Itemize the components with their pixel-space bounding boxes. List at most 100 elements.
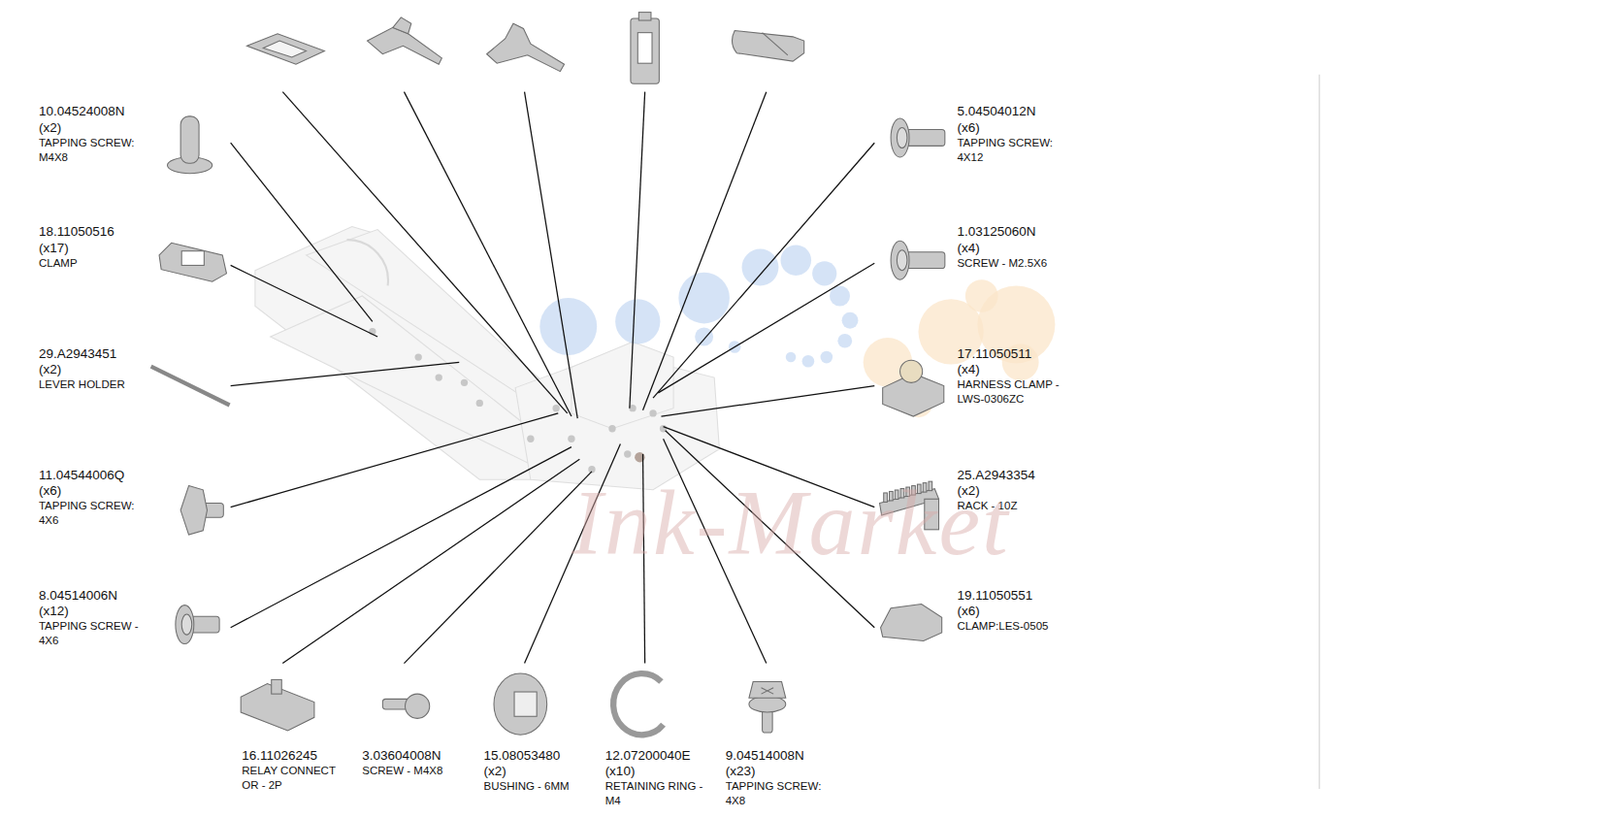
part-number: 18.11050516 bbox=[38, 224, 148, 239]
assembly-fastener bbox=[526, 435, 534, 443]
leader-line bbox=[660, 386, 875, 418]
quantity: (x4) bbox=[956, 240, 1066, 256]
leader-line bbox=[230, 447, 572, 628]
part-description: TAPPING SCREW - 4X6 bbox=[38, 619, 148, 649]
part-description: TAPPING SCREW: 4X6 bbox=[38, 498, 148, 528]
part-number: 15.08053480 bbox=[483, 748, 592, 763]
watermark-dot bbox=[820, 351, 834, 364]
assembly-fastener bbox=[649, 409, 656, 417]
part-number: 9.04514008N bbox=[725, 748, 835, 763]
leader-line bbox=[230, 142, 373, 322]
leader-line bbox=[230, 413, 559, 508]
assembly-fastener bbox=[623, 450, 631, 458]
spring-clip bbox=[487, 23, 565, 71]
clip-clamp bbox=[881, 604, 943, 642]
leader-line bbox=[282, 458, 580, 663]
leader-line bbox=[230, 361, 460, 386]
part-number: 29.A2943451 bbox=[38, 346, 148, 361]
hex-screw bbox=[180, 486, 224, 535]
retaining-ring bbox=[613, 673, 663, 735]
artwork bbox=[151, 12, 1320, 789]
part-description: CLAMP:LES-0505 bbox=[956, 619, 1066, 634]
plug-connector bbox=[731, 31, 804, 63]
leader-line bbox=[629, 92, 646, 409]
assembly-part bbox=[347, 239, 389, 286]
part-number: 19.11050551 bbox=[956, 587, 1066, 603]
quantity: (x12) bbox=[38, 603, 148, 619]
separator-line bbox=[1318, 74, 1320, 789]
assembly-part bbox=[571, 341, 674, 428]
assembly-fastener bbox=[552, 404, 559, 412]
quantity: (x6) bbox=[956, 603, 1066, 619]
bushing bbox=[493, 673, 548, 735]
leader-line bbox=[230, 264, 378, 337]
part-number: 11.04544006Q bbox=[38, 467, 148, 483]
part-number: 5.04504012N bbox=[956, 103, 1066, 119]
post-screw bbox=[166, 116, 212, 174]
machine-screw bbox=[890, 240, 946, 280]
watermark-dot bbox=[742, 249, 780, 287]
assembly-fastener bbox=[435, 373, 443, 381]
harness-clamp bbox=[882, 359, 945, 417]
assembly-fastener bbox=[460, 379, 468, 387]
watermark-dot bbox=[965, 279, 999, 313]
leader-line bbox=[282, 92, 567, 414]
part-number: 12.07200040E bbox=[605, 748, 715, 763]
leader-line bbox=[653, 142, 875, 398]
part-number: 16.11026245 bbox=[241, 748, 351, 763]
quantity: (x2) bbox=[38, 361, 148, 377]
tapping-screw bbox=[890, 118, 946, 158]
leader-line bbox=[643, 92, 767, 411]
part-number: 8.04514006N bbox=[38, 587, 148, 603]
leader-line bbox=[657, 262, 875, 393]
part-description: HARNESS CLAMP - LWS-0306ZC bbox=[956, 377, 1066, 407]
lever-rod bbox=[151, 366, 230, 406]
watermark-dot bbox=[802, 355, 816, 368]
assembly-fastener bbox=[414, 353, 422, 360]
part-description: CLAMP bbox=[38, 256, 148, 271]
assembly-fastener bbox=[476, 399, 484, 407]
tapping-screw bbox=[175, 605, 220, 645]
part-description: TAPPING SCREW: 4X12 bbox=[956, 135, 1066, 165]
part-number: 1.03125060N bbox=[956, 224, 1066, 239]
part-number: 10.04524008N bbox=[38, 103, 148, 119]
quantity: (x10) bbox=[605, 763, 715, 779]
quantity: (x2) bbox=[38, 120, 148, 135]
part-description: RETAINING RING - M4 bbox=[605, 779, 715, 809]
leader-line bbox=[403, 471, 592, 664]
part-number: 3.03604008N bbox=[361, 748, 471, 763]
watermark-dot bbox=[842, 312, 859, 329]
quantity: (x4) bbox=[956, 361, 1066, 377]
watermark-dot bbox=[812, 261, 837, 286]
watermark-dot bbox=[615, 298, 660, 344]
quantity: (x23) bbox=[725, 763, 835, 779]
assembly-fastener bbox=[608, 424, 616, 432]
watermark-dot bbox=[837, 333, 852, 349]
watermark-dot bbox=[694, 327, 714, 347]
part-description: SCREW - M4X8 bbox=[361, 763, 471, 779]
cable-clamp bbox=[159, 242, 227, 282]
part-number: 17.11050511 bbox=[956, 346, 1066, 361]
spring-clip bbox=[367, 17, 443, 65]
watermark-dot bbox=[539, 297, 597, 356]
quantity: (x17) bbox=[38, 240, 148, 256]
assembly-drawing bbox=[255, 226, 720, 490]
assembly-fastener bbox=[567, 435, 575, 443]
relay-connector bbox=[240, 679, 315, 731]
watermark-dot bbox=[785, 352, 797, 363]
part-description: RELAY CONNECT OR - 2P bbox=[241, 763, 351, 793]
quantity: (x2) bbox=[483, 763, 592, 779]
part-description: LEVER HOLDER bbox=[38, 377, 148, 392]
part-description: SCREW - M2.5X6 bbox=[956, 256, 1066, 271]
holder-bracket bbox=[630, 12, 659, 85]
small-screw bbox=[382, 693, 429, 719]
part-description: TAPPING SCREW: 4X8 bbox=[725, 779, 835, 809]
leader-line bbox=[403, 92, 571, 417]
quantity: (x6) bbox=[956, 120, 1066, 135]
watermark-dot bbox=[781, 244, 813, 276]
phillips-screw bbox=[749, 682, 786, 734]
bracket-plate bbox=[247, 33, 326, 66]
part-description: TAPPING SCREW: M4X8 bbox=[38, 135, 148, 165]
